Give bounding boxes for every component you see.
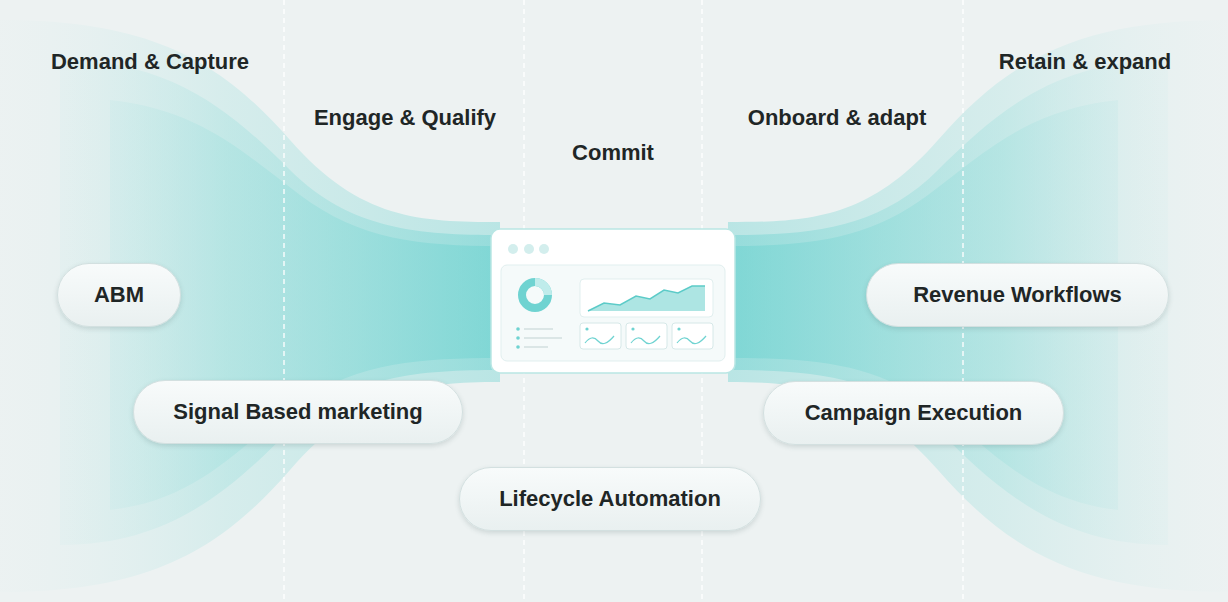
window-dot (539, 244, 549, 254)
funnel-band (728, 60, 1168, 545)
funnel-band (60, 60, 500, 545)
dashboard-card (491, 229, 735, 373)
pill-box: Campaign Execution (763, 381, 1064, 445)
left-funnel (0, 20, 500, 592)
area-chart-line (588, 286, 705, 311)
area-chart (588, 286, 705, 311)
donut-segment (535, 282, 548, 295)
stage-heading: Onboard & adapt (748, 105, 926, 131)
stage-heading: Engage & Qualify (314, 105, 496, 131)
card-frame (491, 229, 735, 373)
donut-chart (522, 282, 548, 308)
pill-label: ABM (94, 282, 144, 308)
stage-heading: Demand & Capture (51, 49, 249, 75)
stage-dividers (284, 0, 963, 602)
funnel-band (0, 20, 500, 592)
stage-heading: Commit (572, 140, 654, 166)
pill-box: Signal Based marketing (133, 380, 463, 444)
pill-box: Lifecycle Automation (459, 467, 761, 531)
stage-heading: Retain & expand (999, 49, 1171, 75)
pill-label: Revenue Workflows (913, 282, 1122, 308)
area-chart-frame (580, 279, 713, 317)
pill-label: Signal Based marketing (173, 399, 422, 425)
right-funnel (728, 20, 1228, 592)
divider-line (283, 0, 285, 602)
funnel-band (728, 20, 1228, 592)
pill-box: ABM (57, 263, 181, 327)
window-dot (508, 244, 518, 254)
list-lines (516, 327, 562, 349)
pill-label: Campaign Execution (805, 400, 1023, 426)
window-dot (524, 244, 534, 254)
card-panel (501, 265, 725, 361)
pill-label: Lifecycle Automation (499, 486, 721, 512)
pill-box: Revenue Workflows (866, 263, 1169, 327)
mini-cards (580, 323, 713, 349)
